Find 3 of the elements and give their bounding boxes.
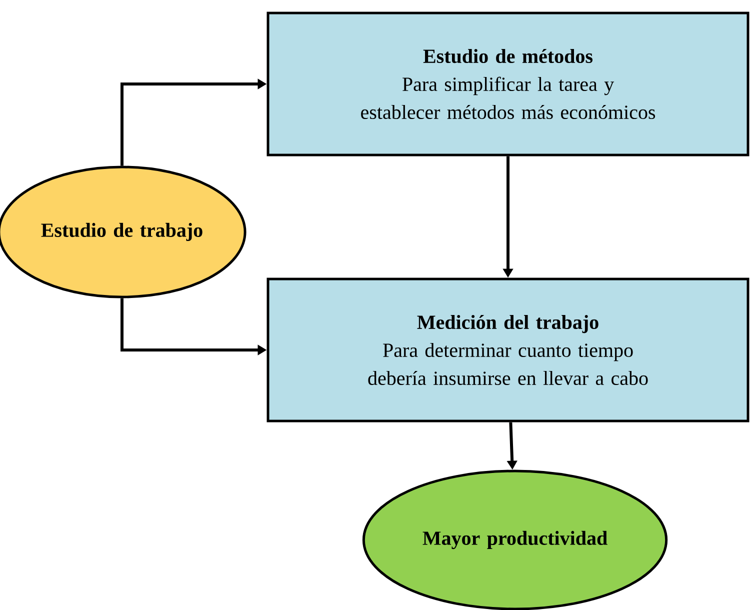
- process-box: Medición del trabajo Para determinar cuanto tiempo debería insumirse en llevar a cabo: [266, 278, 750, 422]
- process-box: Estudio de métodos Para simplificar la tarea y establecer métodos más económicos: [266, 12, 750, 156]
- ellipse-node: Mayor productividad: [362, 470, 668, 610]
